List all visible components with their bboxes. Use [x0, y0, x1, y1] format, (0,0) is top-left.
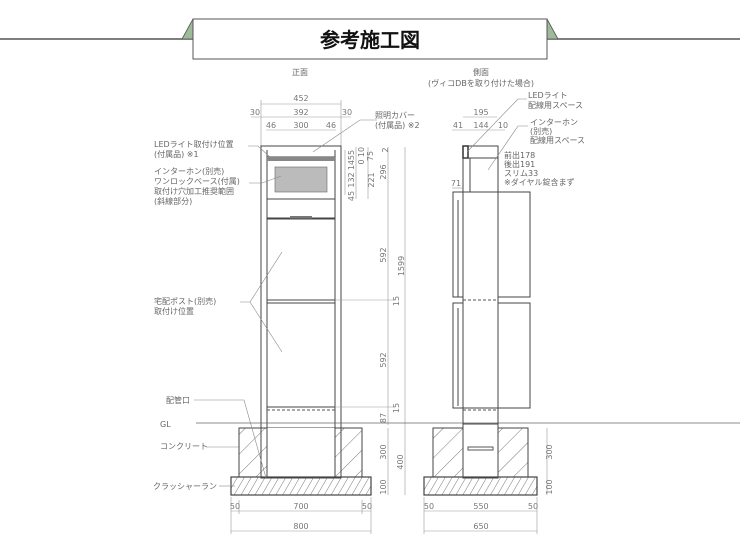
dim-label: 650: [473, 522, 488, 531]
label-light-cover: 照明カバー: [375, 111, 415, 120]
note-front-178: 前出178: [504, 150, 535, 160]
dim-label: 87: [379, 413, 388, 423]
label-intercom-3: 取付け穴加工推奨範囲: [154, 186, 234, 196]
dim-label: 300: [379, 444, 388, 459]
crusher-run-base: [230, 476, 372, 496]
label-intercom-1: インターホン(別売): [154, 166, 224, 176]
dim-label: 30: [342, 108, 352, 117]
dim-label: 592: [379, 352, 388, 367]
dim-label: 50: [362, 502, 372, 511]
label-intercom-wiring-1: インターホン: [530, 118, 578, 127]
dim-label: 46: [326, 121, 336, 130]
label-led-position: LEDライト取付け位置: [154, 139, 234, 149]
label-delivery-post-2: 取付け位置: [154, 306, 194, 316]
label-concrete: コンクリート: [160, 442, 208, 451]
dim-label: 14: [347, 160, 356, 170]
dim-label: 30: [250, 108, 260, 117]
side-view-sub: (ヴィコDBを取り付けた場合): [428, 78, 534, 88]
dim-label: 2: [381, 147, 390, 152]
note-slim-33: スリム33: [504, 169, 538, 178]
led-light: [267, 157, 335, 161]
front-view-label: 正面: [292, 68, 308, 77]
dim-label: 71: [451, 179, 461, 188]
banner-left-tab: [181, 18, 194, 40]
dim-label: 50: [230, 502, 240, 511]
dim-label: 0: [357, 159, 366, 164]
header-banner: 参考施工図: [0, 18, 740, 60]
label-intercom-wiring-2: (別売): [530, 126, 552, 136]
dim-label: 10: [357, 147, 366, 157]
dim-label: 100: [545, 479, 554, 494]
dim-label: 75: [366, 151, 375, 161]
side-crusher-run-base: [423, 476, 538, 496]
dim-label: 1599: [397, 256, 406, 276]
side-view-label: 側面: [473, 67, 489, 77]
dim-label: 392: [293, 108, 308, 117]
dim-label: 195: [473, 108, 488, 117]
dim-label: 300: [293, 121, 308, 130]
label-pipe-port: 配管口: [166, 395, 190, 405]
side-view: 側面 (ヴィコDBを取り付けた場合) 195 41 144 10 71 300 …: [423, 67, 585, 534]
label-crusher-run: クラッシャーラン: [153, 482, 217, 491]
label-light-cover-note: (付属品) ※2: [375, 120, 420, 130]
dim-label: 800: [293, 522, 308, 531]
dim-label: 15: [392, 296, 401, 306]
front-right-dims: 2 10 75 0 55 14 296 221 132 45 592 15 15…: [335, 147, 406, 495]
dim-label: 296: [379, 164, 388, 179]
label-intercom-2: ワンロックベース(付属): [154, 176, 240, 186]
dim-label: 50: [424, 502, 434, 511]
label-delivery-post-1: 宅配ポスト(別売): [154, 296, 216, 306]
label-led-wiring-2: 配線用スペース: [528, 100, 583, 110]
dim-label: 41: [453, 121, 463, 130]
dim-label: 10: [498, 121, 508, 130]
note-dial-lock: ※ダイヤル錠含まず: [504, 177, 574, 187]
front-view: 正面 452 30 392 30 46 300 46: [153, 68, 740, 534]
banner-right-tab: [546, 18, 559, 40]
dim-width-total: 452: [293, 94, 308, 103]
dim-label: 400: [396, 454, 405, 469]
dim-label: 300: [545, 444, 554, 459]
dim-label: 700: [293, 502, 308, 511]
label-led-wiring-1: LEDライト: [528, 91, 568, 100]
dim-label: 221: [367, 172, 376, 187]
dim-label: 45: [347, 191, 356, 201]
dim-label: 15: [392, 403, 401, 413]
intercom-area: [274, 166, 328, 193]
label-intercom-wiring-3: 配線用スペース: [530, 135, 585, 145]
note-back-191: 後出191: [504, 159, 535, 169]
label-intercom-4: (斜線部分): [154, 196, 192, 206]
dim-label: 550: [473, 502, 488, 511]
dim-label: 46: [266, 121, 276, 130]
dim-label: 100: [379, 479, 388, 494]
label-led-position-note: (付属品) ※1: [154, 149, 199, 159]
label-gl: GL: [160, 420, 171, 429]
dim-label: 132: [347, 172, 356, 187]
dim-label: 50: [528, 502, 538, 511]
page-title: 参考施工図: [320, 28, 420, 52]
dim-label: 592: [379, 247, 388, 262]
dim-label: 144: [473, 121, 488, 130]
dim-label: 55: [347, 150, 356, 160]
